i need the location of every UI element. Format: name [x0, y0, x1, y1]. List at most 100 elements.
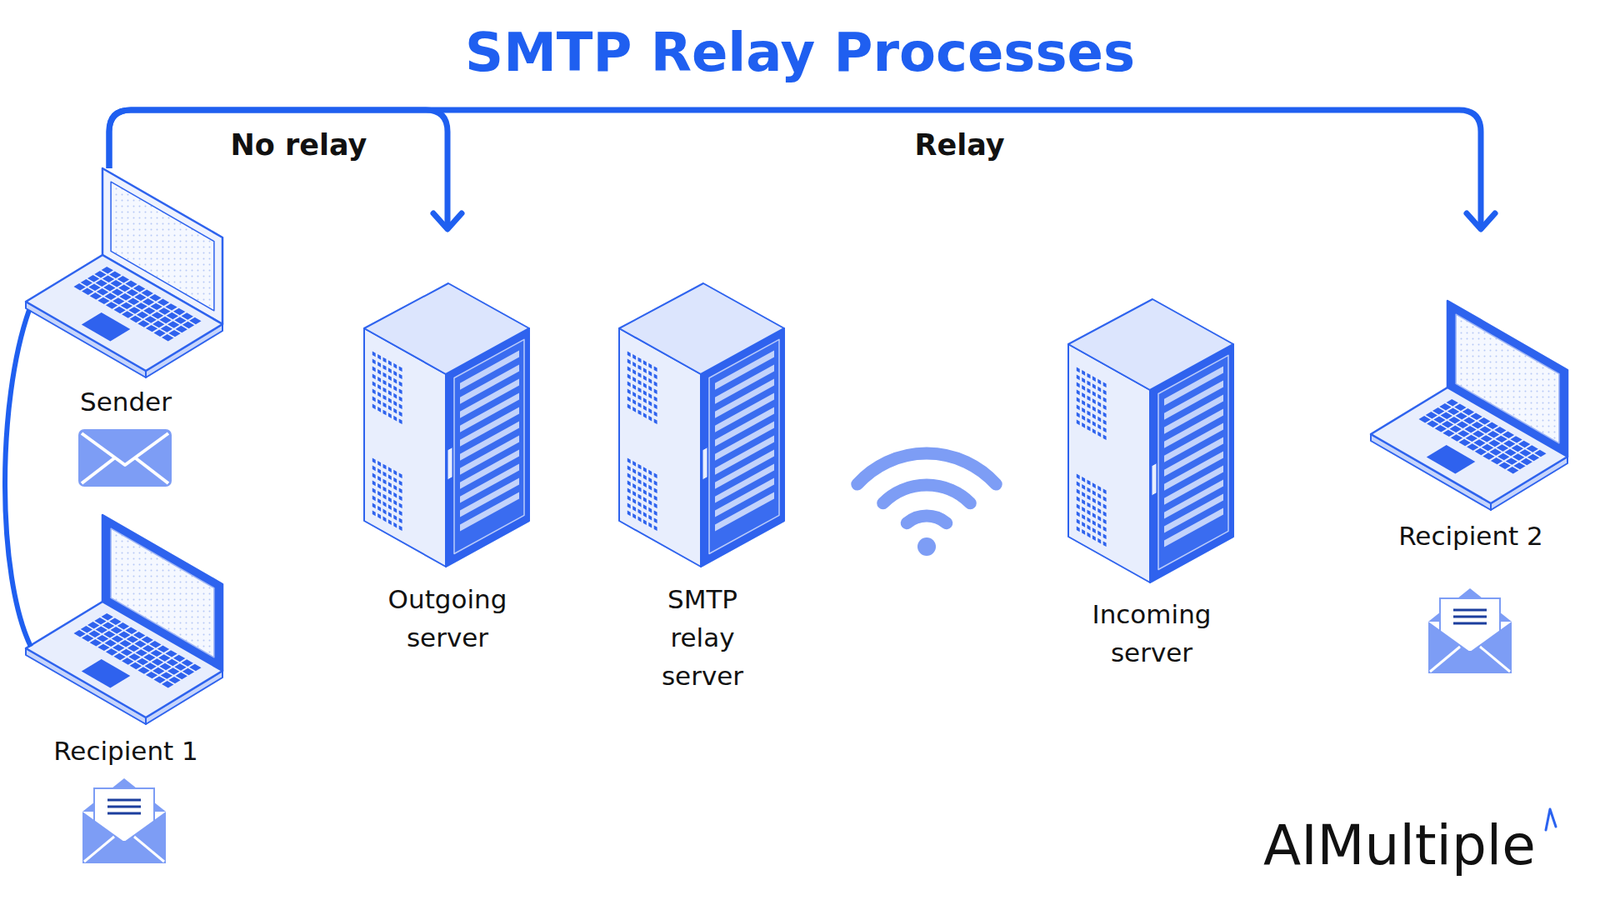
- server-vent: [383, 357, 387, 364]
- server-vent: [1087, 410, 1091, 417]
- laptop-key: [1502, 431, 1515, 440]
- server-vent: [648, 378, 652, 385]
- server-vent: [1103, 540, 1107, 547]
- server-vent: [399, 495, 403, 501]
- server-vent: [638, 509, 642, 515]
- laptop-key: [1482, 452, 1495, 460]
- server-vent: [1097, 424, 1101, 430]
- laptop-key: [121, 310, 134, 318]
- laptop-key: [1432, 407, 1445, 415]
- laptop-key: [110, 626, 123, 635]
- envelope-flap: [81, 433, 169, 465]
- server-vent: [654, 395, 658, 402]
- server-vent: [648, 522, 652, 529]
- laptop-key: [175, 672, 188, 680]
- server-vent: [1092, 420, 1096, 427]
- envelope-holder: [77, 428, 173, 488]
- laptop-key: [80, 279, 93, 287]
- server-vent: [399, 472, 403, 479]
- laptop-key: [1465, 435, 1478, 442]
- server-vent: [393, 477, 397, 484]
- server-vent: [399, 418, 403, 425]
- laptop-key: [145, 315, 157, 323]
- server-vent: [1097, 538, 1101, 545]
- server-vent: [1103, 495, 1107, 502]
- laptop-key: [143, 307, 155, 315]
- server-vent: [632, 361, 636, 368]
- letter-line: [107, 805, 141, 809]
- server-vent: [1076, 474, 1080, 480]
- envelope-fold: [134, 836, 165, 862]
- server-vent: [627, 480, 631, 487]
- laptop-key: [80, 625, 93, 634]
- server-vent: [643, 489, 647, 495]
- open-envelope-icon: [1426, 585, 1514, 679]
- laptop-key: [174, 316, 186, 324]
- laptop-key: [130, 662, 142, 670]
- server-vent: [1087, 487, 1091, 494]
- server-vent: [1087, 380, 1091, 387]
- server-vent: [393, 470, 397, 476]
- server-vent: [383, 402, 387, 409]
- server-vent: [388, 496, 392, 503]
- server-vent: [1081, 491, 1085, 498]
- edge-label: Relay: [914, 127, 1005, 163]
- server-vent: [643, 375, 647, 381]
- server-vent: [388, 519, 392, 525]
- server-vent: [399, 388, 403, 395]
- server-vent: [383, 471, 387, 478]
- server-vent: [1087, 418, 1091, 425]
- laptop-illustration: [25, 168, 226, 377]
- server-door: [709, 339, 780, 554]
- laptop-key: [97, 644, 110, 651]
- laptop-touchpad: [1426, 445, 1476, 475]
- logo-accent-stroke: [1545, 809, 1556, 830]
- laptop-key: [141, 290, 154, 297]
- laptop-key: [1503, 440, 1515, 448]
- server-vent: [372, 396, 376, 403]
- server-vent: [1081, 370, 1085, 376]
- server-vent: [1076, 382, 1080, 389]
- laptop-art: [25, 515, 226, 724]
- server-vent: [377, 513, 381, 520]
- server-vent: [627, 458, 631, 465]
- server-vent: [648, 385, 652, 392]
- laptop-key: [1459, 439, 1471, 447]
- server-vent: [1076, 390, 1080, 396]
- server-vent: [1087, 480, 1091, 486]
- server-vent: [643, 367, 647, 374]
- server-vent: [388, 489, 392, 495]
- server-vent: [1092, 413, 1096, 420]
- laptop-key: [135, 649, 148, 656]
- envelope-holder: [80, 775, 168, 869]
- laptop-key: [95, 280, 108, 288]
- laptop-key: [165, 303, 177, 310]
- server-vent: [627, 465, 631, 472]
- laptop-key: [1513, 462, 1525, 470]
- laptop-screen: [102, 168, 223, 325]
- server-illustration: [619, 283, 786, 569]
- server-vent: [1103, 503, 1107, 510]
- server-vent: [393, 507, 397, 514]
- laptop-key: [1435, 425, 1447, 432]
- server-vent: [1092, 405, 1096, 412]
- laptop-key: [1490, 448, 1502, 455]
- server-vent: [399, 380, 403, 387]
- envelope-front: [1428, 621, 1512, 674]
- laptop-key: [88, 630, 100, 638]
- laptop-key: [160, 671, 173, 679]
- envelope-fold: [1480, 646, 1510, 672]
- server-vent: [388, 390, 392, 396]
- server-vent: [383, 464, 387, 470]
- server-vent: [627, 381, 631, 388]
- server-vent: [648, 415, 652, 422]
- server-node: Incoming server: [1068, 229, 1235, 696]
- wifi-dot: [917, 537, 936, 556]
- server-vent: [1076, 375, 1080, 381]
- server-vent: [638, 387, 642, 394]
- laptop-key: [117, 275, 130, 283]
- laptop-key: [142, 298, 155, 306]
- laptop-screen: [102, 515, 223, 671]
- laptop-touchpad: [81, 312, 131, 342]
- server-illustration: [1068, 299, 1235, 585]
